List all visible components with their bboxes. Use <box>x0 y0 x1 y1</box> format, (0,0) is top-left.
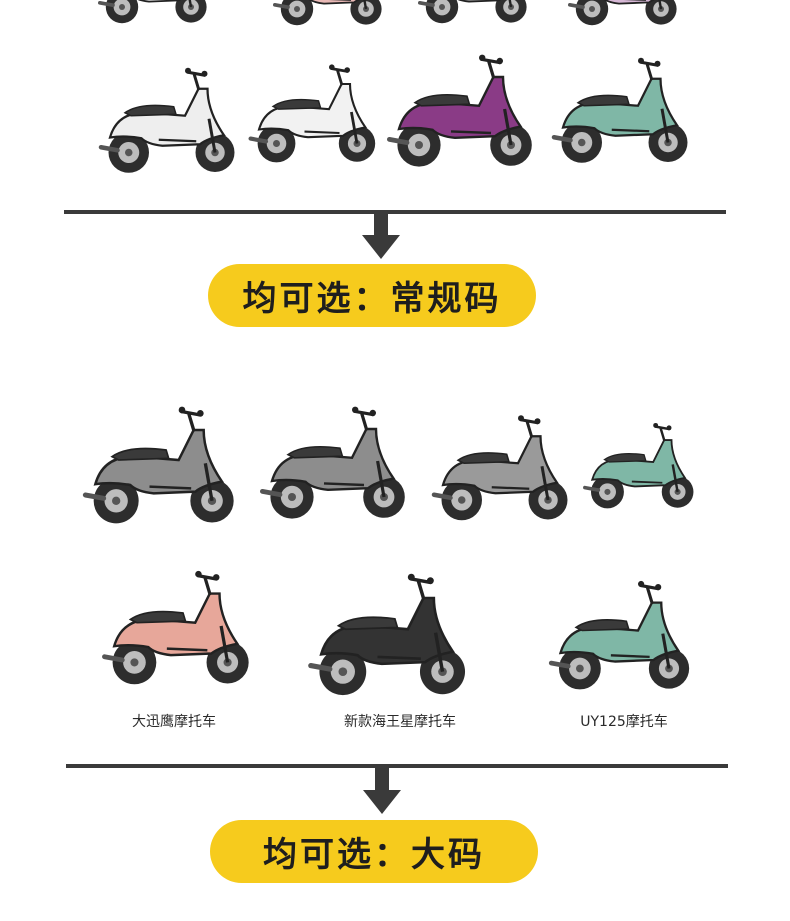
scooter-illustration <box>560 0 690 30</box>
scooter-illustration <box>580 400 702 535</box>
scooter-illustration <box>78 405 246 530</box>
scooter-illustration <box>383 48 543 178</box>
down-arrow-icon <box>363 766 401 814</box>
scooter-illustration <box>245 48 385 183</box>
caption-uy125: UY125摩托车 <box>580 714 668 730</box>
caption-neptune: 新款海王星摩托车 <box>344 714 456 730</box>
section-divider <box>66 764 728 768</box>
section-divider <box>64 210 726 214</box>
large-size-label: 均可选：大码 <box>263 835 485 875</box>
scooter-illustration <box>98 560 260 700</box>
scooter-illustration <box>95 0 215 28</box>
regular-size-label: 均可选：常规码 <box>242 279 502 319</box>
scooter-row-top-partial <box>0 0 790 40</box>
scooter-illustration <box>428 400 578 540</box>
scooter-illustration <box>265 0 395 30</box>
down-arrow-icon <box>362 211 400 259</box>
caption-dax-eagle: 大迅鹰摩托车 <box>132 714 216 730</box>
scooter-illustration <box>548 45 698 180</box>
regular-size-badge: 均可选：常规码 <box>208 264 536 327</box>
scooter-illustration <box>288 572 493 702</box>
scooter-illustration <box>95 55 245 190</box>
scooter-illustration <box>545 570 700 705</box>
scooter-illustration <box>250 405 422 525</box>
scooter-illustration <box>410 0 540 28</box>
large-size-badge: 均可选：大码 <box>210 820 538 883</box>
